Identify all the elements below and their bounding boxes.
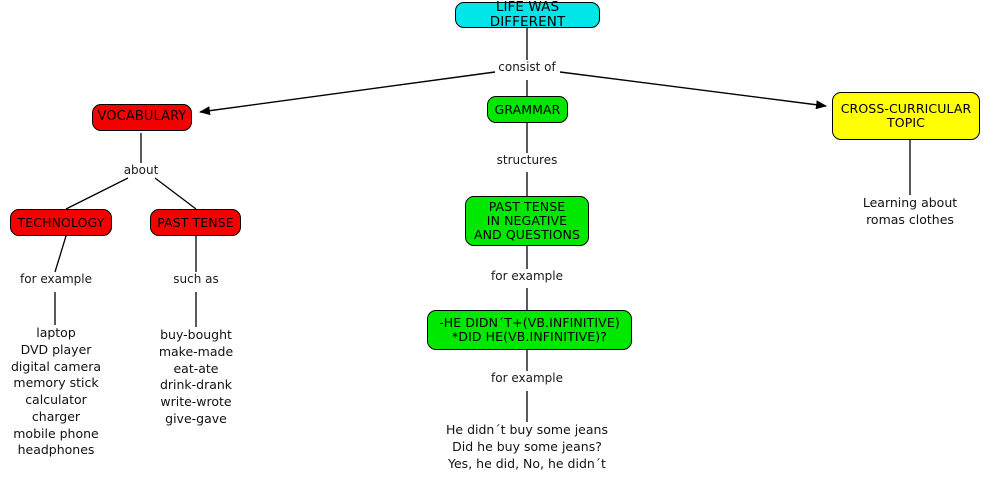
link-label-for-example-sentences: for example [491,371,563,385]
leaf-technology-items: laptop DVD player digital camera memory … [10,325,102,458]
node-past-tense[interactable]: PAST TENSE [150,209,241,236]
node-technology[interactable]: TECHNOLOGY [10,209,112,236]
node-vocabulary[interactable]: VOCABULARY [92,104,192,131]
link-label-structures: structures [496,153,558,167]
node-grammar[interactable]: GRAMMAR [487,96,568,123]
link-label-about: about [123,163,159,177]
node-negative-question-formula[interactable]: -HE DIDN´T+(VB.INFINITIVE) *DID HE(VB.IN… [427,310,632,350]
link-label-for-example-technology: for example [20,272,92,286]
link-label-for-example-formula: for example [491,269,563,283]
leaf-example-sentences: He didn´t buy some jeans Did he buy some… [446,422,608,471]
link-label-consist-of: consist of [498,60,556,74]
leaf-verb-pairs: buy-bought make-made eat-ate drink-drank… [158,327,234,426]
node-life-was-different[interactable]: LIFE WAS DIFFERENT [455,0,600,30]
node-past-tense-in-negative-and-questions[interactable]: PAST TENSE IN NEGATIVE AND QUESTIONS [465,196,589,246]
link-label-such-as: such as [173,272,219,286]
node-cross-curricular-topic[interactable]: CROSS-CURRICULAR TOPIC [832,92,980,140]
leaf-cross-curricular-note: Learning about romas clothes [862,195,958,227]
